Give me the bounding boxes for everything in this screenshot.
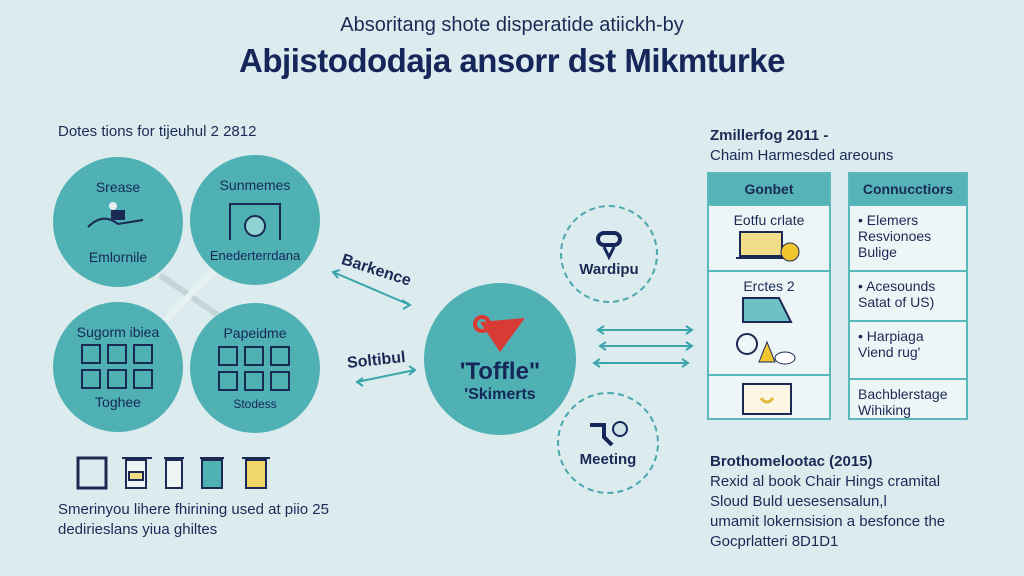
container-icons-row <box>76 456 270 490</box>
subtitle: Absoritang shote disperatide atiickh-by <box>340 14 684 36</box>
microphone-icon <box>590 420 628 446</box>
note-line: dedirieslans yiua ghiltes <box>58 521 218 538</box>
table-row: Erctes 2 <box>709 272 829 376</box>
note-line: Rexid al book Chair Hings cramital <box>710 473 941 490</box>
table-row: Eotfu crlate <box>709 206 829 272</box>
center-hub: 'Toffle" 'Skimerts <box>424 283 576 435</box>
circle-top-label: Sunmemes <box>219 177 291 193</box>
table-header: Gonbet <box>709 174 829 206</box>
red-logo-icon <box>473 315 525 352</box>
circle-papeidme: Papeidme Stodess <box>190 303 320 433</box>
document-grid-icon <box>81 344 153 389</box>
circle-sunmemes: Sunmemes Enederterrdana <box>190 155 320 285</box>
table-row: • Harpiaga Viend rug' <box>850 322 966 380</box>
table-gonbet: Gonbet Eotfu crlate Erctes 2 <box>707 172 831 420</box>
table-header: Connucctiors <box>850 174 966 206</box>
bottom-left-note: Smerinyou lihere fhirining used at piio … <box>58 500 329 540</box>
satellite-meeting: Meeting <box>557 392 659 494</box>
right-heading: Zmillerfog 2011 - <box>710 127 829 144</box>
workspace-illustration-icon <box>87 202 144 228</box>
satellite-wardipu: Wardipu <box>560 205 658 303</box>
note-line: Sloud Buld uesesensalun,l <box>710 493 887 510</box>
table-row: • Elemers Resvionoes Bulige <box>850 206 966 272</box>
circle-bottom-label: Stodess <box>233 397 277 411</box>
row-label: Eotfu crlate <box>733 212 805 228</box>
chart-bell-icon <box>736 297 796 365</box>
table-row <box>709 376 829 420</box>
table-connections: Connucctiors • Elemers Resvionoes Bulige… <box>848 172 968 420</box>
note-line: Smerinyou lihere fhirining used at piio … <box>58 501 329 518</box>
note-line: umamit lokernsision a besfonce the <box>710 513 946 530</box>
laptop-icon <box>736 231 800 262</box>
note-heading: Brothomelootac (2015) <box>710 453 873 470</box>
tablet-icon <box>742 383 792 415</box>
center-title: 'Toffle" <box>459 358 541 385</box>
row-label: Erctes 2 <box>743 278 795 294</box>
page-title: Abjistododaja ansorr dst Mikmturke <box>239 42 785 79</box>
circle-sugorm: Sugorm ibiea Toghee <box>53 302 183 432</box>
bottom-right-note: Brothomelootac (2015) Rexid al book Chai… <box>710 452 1000 552</box>
circle-top-label: Papeidme <box>223 325 287 341</box>
document-grid-icon <box>218 346 290 391</box>
circle-top-label: Sugorm ibiea <box>76 324 160 340</box>
circle-bottom-label: Emlornile <box>88 249 148 265</box>
link-node-icon <box>596 230 622 260</box>
left-caption: Dotes tions for tijeuhul 2 2812 <box>58 123 257 140</box>
table-row: • Acesounds Satat of US) <box>850 272 966 322</box>
satellite-label: Wardipu <box>579 260 639 278</box>
note-line: Gocprlatteri 8D1D1 <box>710 533 839 550</box>
center-subtitle: 'Skimerts <box>464 386 536 403</box>
right-subheading: Chaim Harmesded areouns <box>710 147 894 164</box>
table-row: Bachblerstage Wihiking <box>858 386 948 418</box>
circle-srease: Srease Emlornile <box>53 157 183 287</box>
frame-gear-icon <box>229 202 281 240</box>
circle-top-label: Srease <box>95 179 141 195</box>
circle-bottom-label: Toghee <box>95 394 141 410</box>
satellite-label: Meeting <box>579 450 637 468</box>
circle-bottom-label: Enederterrdana <box>209 248 301 263</box>
